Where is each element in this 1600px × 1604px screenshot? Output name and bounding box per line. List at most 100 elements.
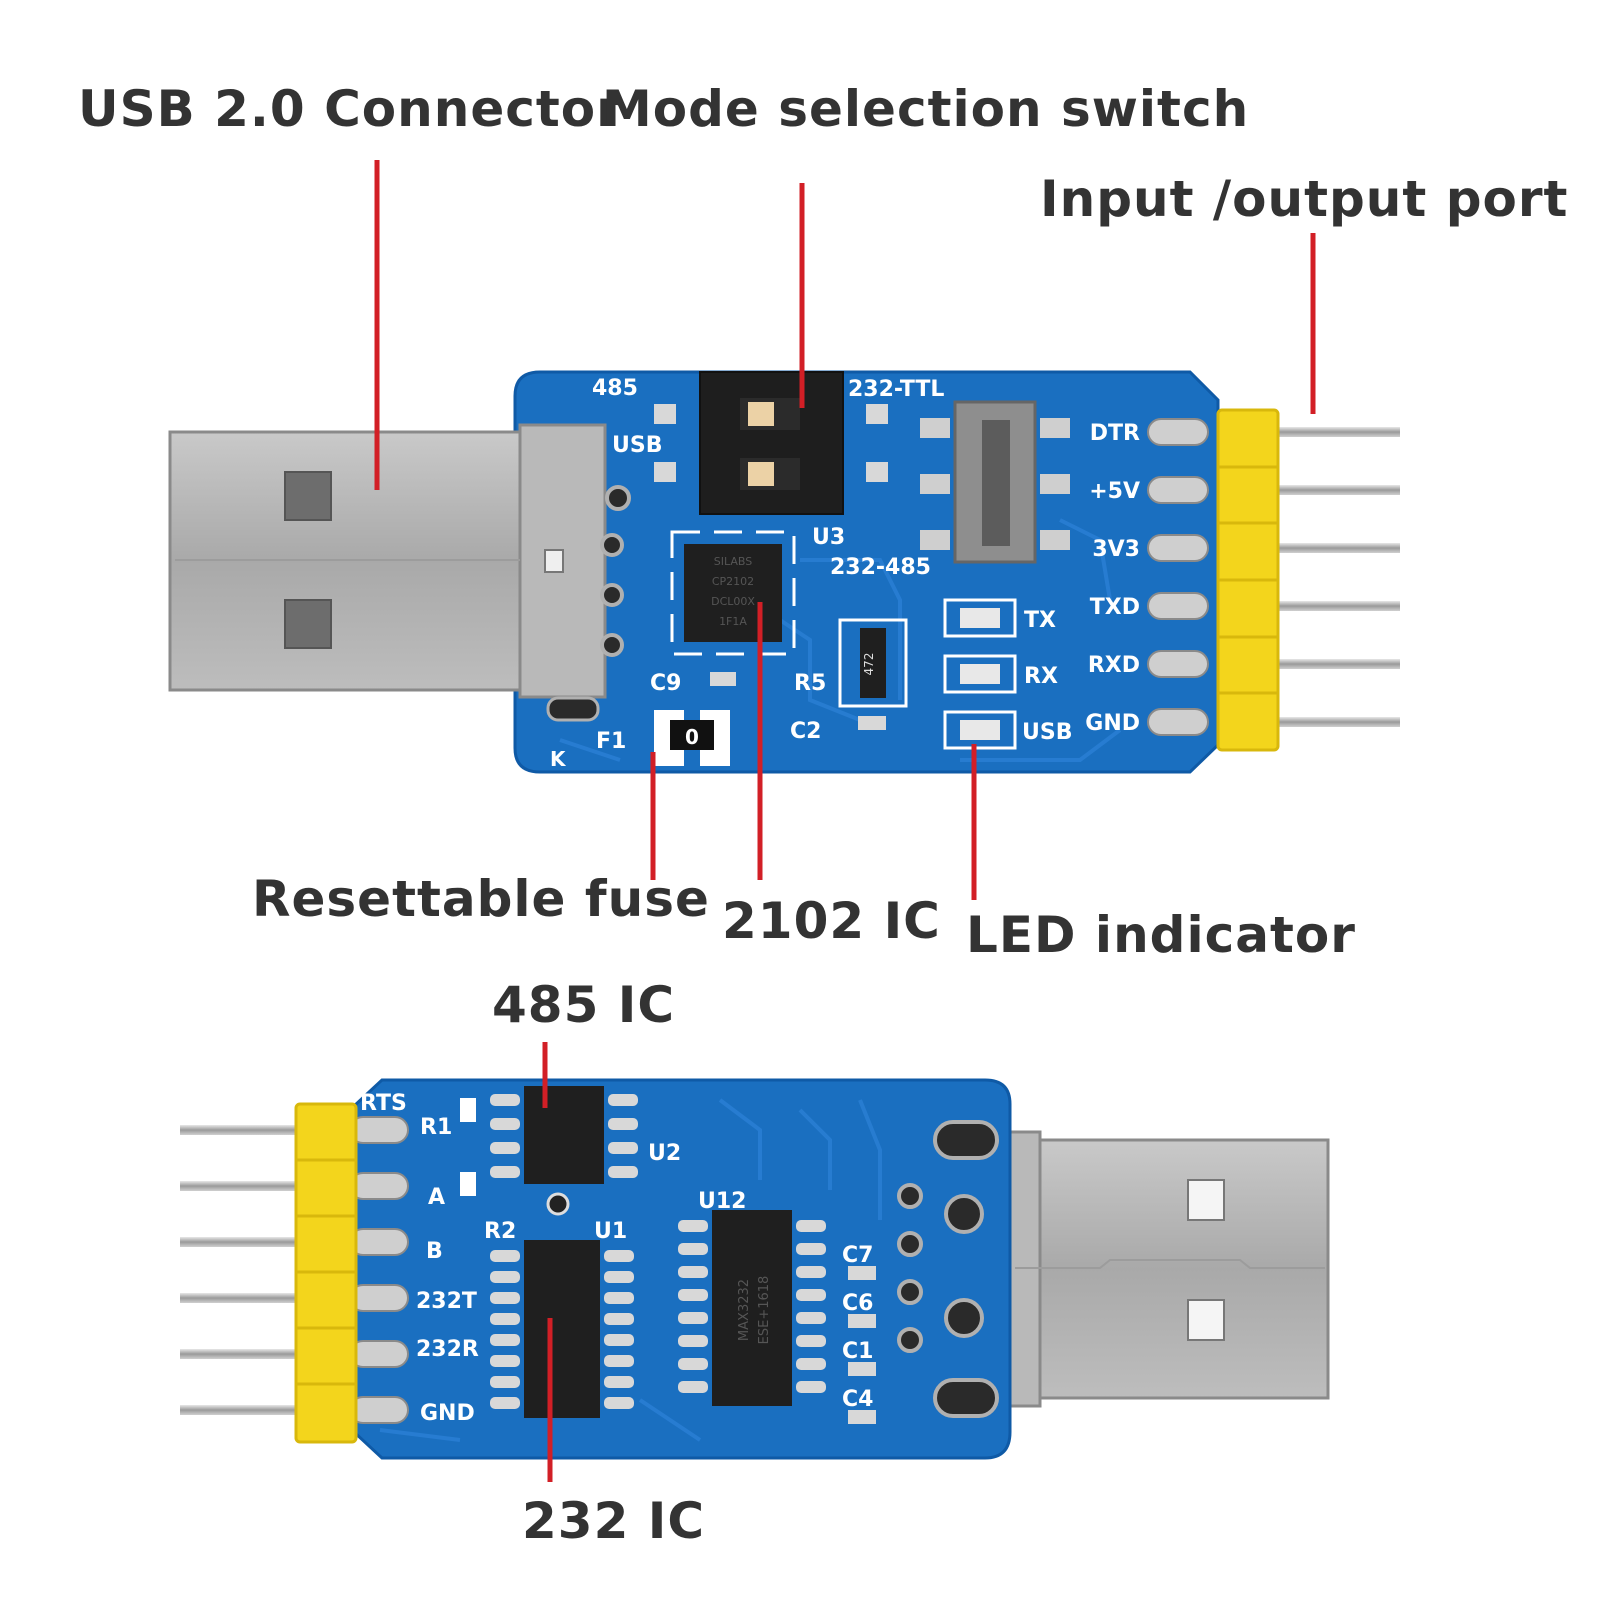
silk-b: B [426,1239,443,1264]
silk-485: 485 [592,376,638,401]
silk-rts: RTS [360,1091,407,1116]
silk-gnd: GND [420,1401,475,1426]
top-pin-pad [1147,418,1209,446]
silk-usb: USB [612,433,662,458]
u1-pad [604,1355,634,1367]
dip-switch [654,371,888,515]
silk-a: A [428,1185,445,1210]
silk-c6: C6 [842,1291,873,1316]
slide-switch [920,400,1070,564]
top-header-pin [1270,543,1400,553]
bottom-pin-pad [349,1172,409,1200]
pin-label-rxd: RXD [1088,653,1140,678]
silk-232r: 232R [416,1337,479,1362]
u12-pad [796,1312,826,1324]
u1-pad [490,1376,520,1388]
top-pin-pad [1147,592,1209,620]
u12-pad [678,1220,708,1232]
silk-232t: 232T [416,1289,477,1314]
bottom-traces [379,1098,882,1442]
u1-232-chip [490,1240,634,1418]
pin-label-gnd: GND [1085,711,1140,736]
led-usb [943,710,1017,750]
silk-232-ttl: 232-TTL [848,377,944,402]
r5-value: 472 [862,653,876,676]
bottom-header-pin [180,1181,310,1191]
callout-lines [374,160,1316,1482]
u1-pad [604,1334,634,1346]
u12-chip-line-1: MAX3232 [737,1279,752,1341]
chip-line-3: DCL00X [711,595,755,608]
bottom-pin-pad [349,1340,409,1368]
bottom-pin-pad [349,1284,409,1312]
top-header-pin [1270,659,1400,669]
u1-pad [604,1250,634,1262]
u12-pad [678,1312,708,1324]
bottom-usb-plug [998,1130,1330,1408]
top-smd-parts [654,672,886,766]
fuse-marking: 0 [685,725,699,749]
chip-line-2: CP2102 [712,575,754,588]
pin-label-dtr: DTR [1090,421,1140,446]
bottom-header-pin [180,1293,310,1303]
top-usb-plug [168,423,607,699]
bottom-board: MAX3232 ESE+1618 RTS R1 U2 A B R2 [180,1078,1330,1460]
led-tx [943,598,1017,638]
pin-label-3v3: 3V3 [1092,537,1140,562]
u12-pad [796,1220,826,1232]
u12-pad [678,1381,708,1393]
label-resettable-fuse: Resettable fuse [252,870,710,928]
u1-pad [604,1397,634,1409]
silk-232-485: 232-485 [830,555,931,580]
bottom-header-pin [180,1125,310,1135]
silk-led-usb: USB [1022,720,1072,745]
pin-label-5v: +5V [1089,479,1140,504]
chip-line-1: SILABS [714,555,752,568]
label-2102-ic: 2102 IC [722,892,941,950]
silk-r1: R1 [420,1115,452,1140]
top-pin-pad [1147,708,1209,736]
u2-485-chip [490,1086,638,1216]
silk-f1: F1 [596,729,626,754]
top-vias [600,485,631,657]
u12-chip: MAX3232 ESE+1618 [678,1210,826,1406]
u12-pad [678,1358,708,1370]
bottom-header-pin [180,1349,310,1359]
bottom-header-pin [180,1405,310,1415]
silk-led-rx: RX [1024,664,1058,689]
u1-pad [604,1313,634,1325]
label-mode-switch: Mode selection switch [602,80,1250,138]
top-board: SILABS CP2102 DCL00X 1F1A 472 0 [168,370,1400,774]
silk-r5: R5 [794,671,826,696]
u1-pad [490,1271,520,1283]
bottom-pin-pad [349,1396,409,1424]
silk-u3: U3 [812,525,845,550]
led-rx [943,654,1017,694]
top-pin-pad [1147,534,1209,562]
label-usb-connector: USB 2.0 Connector [78,80,622,138]
u12-pad [678,1266,708,1278]
u1-pad [490,1397,520,1409]
silk-c7: C7 [842,1243,873,1268]
silk-u12: U12 [698,1189,746,1214]
top-header-pin [1270,601,1400,611]
silk-r2: R2 [484,1219,516,1244]
top-header-pins [1147,408,1400,752]
top-pin-pad [1147,476,1209,504]
bottom-pin-pad [349,1228,409,1256]
top-header-pin [1270,717,1400,727]
u12-pad [796,1243,826,1255]
u1-pad [490,1355,520,1367]
bottom-pin-pad [349,1116,409,1144]
u12-pad [796,1381,826,1393]
pin-label-txd: TXD [1090,595,1140,620]
u1-pad [490,1313,520,1325]
r5-resistor-network: 472 [838,618,908,708]
bottom-header-pin [180,1237,310,1247]
cp2102-chip: SILABS CP2102 DCL00X 1F1A [670,530,796,656]
u12-pad [796,1266,826,1278]
top-header-pin [1270,427,1400,437]
silk-u2: U2 [648,1141,681,1166]
